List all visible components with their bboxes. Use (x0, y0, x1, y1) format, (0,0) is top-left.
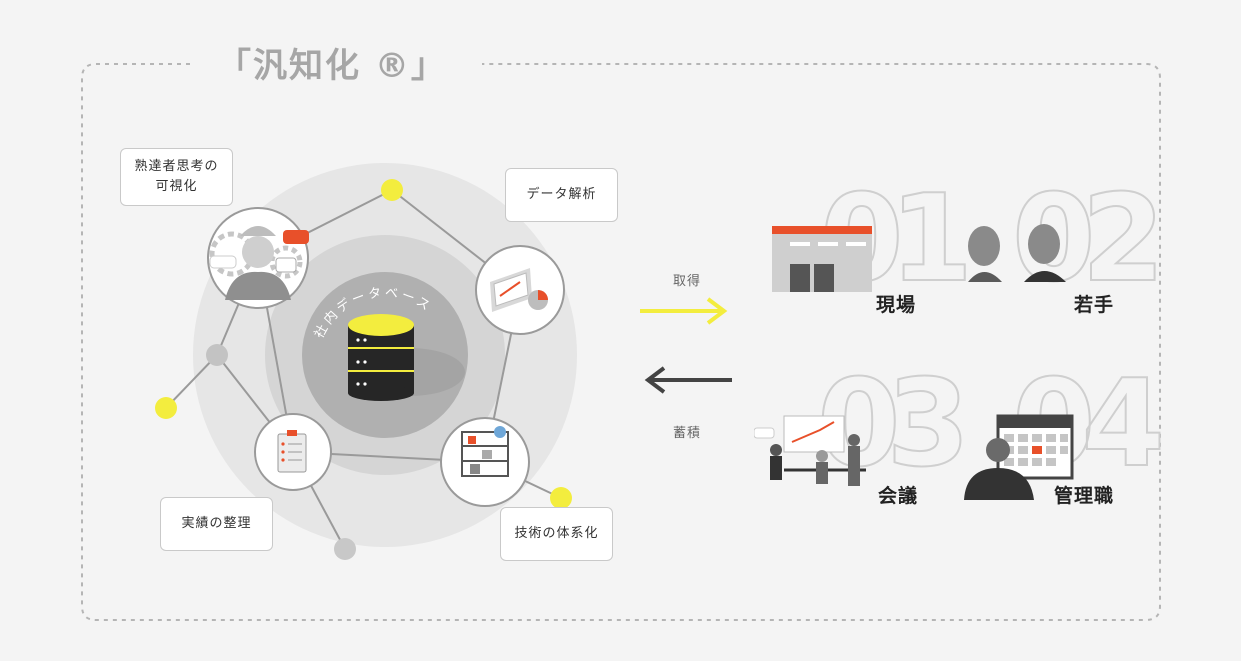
case-label-02: 若手 (1074, 294, 1115, 316)
bubble-results: 実績の整理 (160, 497, 273, 551)
worker-icon (207, 207, 309, 309)
dashed-frame (81, 63, 1161, 621)
case-label-04: 管理職 (1054, 485, 1115, 507)
center-label-text: 社内データベース (311, 286, 432, 342)
calendar-icon (964, 414, 1074, 500)
shelf-icon (440, 417, 530, 507)
bubble-tech: 技術の体系化 (500, 507, 613, 561)
accumulate-arrow (644, 366, 732, 394)
acquire-arrow (640, 297, 728, 325)
network-node-gray (334, 538, 356, 560)
case-label-03: 会議 (878, 485, 919, 507)
network-node-yellow (155, 397, 177, 419)
network-node-gray (206, 344, 228, 366)
accumulate-label: 蓄積 (673, 426, 702, 441)
database-icon (348, 314, 414, 401)
center-label-arc: 社内データベース (311, 286, 435, 342)
bubble-analysis: データ解析 (505, 168, 618, 222)
network-node-yellow (381, 179, 403, 201)
checklist-icon (254, 413, 332, 491)
case-label-01: 現場 (876, 294, 917, 316)
center-label: 社内データベース (311, 286, 435, 342)
network-node-yellow (550, 487, 572, 509)
bubble-expert: 熟達者思考の 可視化 (120, 148, 233, 206)
meeting-icon (754, 415, 866, 486)
dashboard-icon (475, 245, 565, 335)
acquire-label: 取得 (673, 274, 702, 289)
people-icon (968, 224, 1066, 282)
factory-icon (772, 226, 872, 292)
diagram-title: 「汎知化 ®」 (205, 38, 459, 87)
